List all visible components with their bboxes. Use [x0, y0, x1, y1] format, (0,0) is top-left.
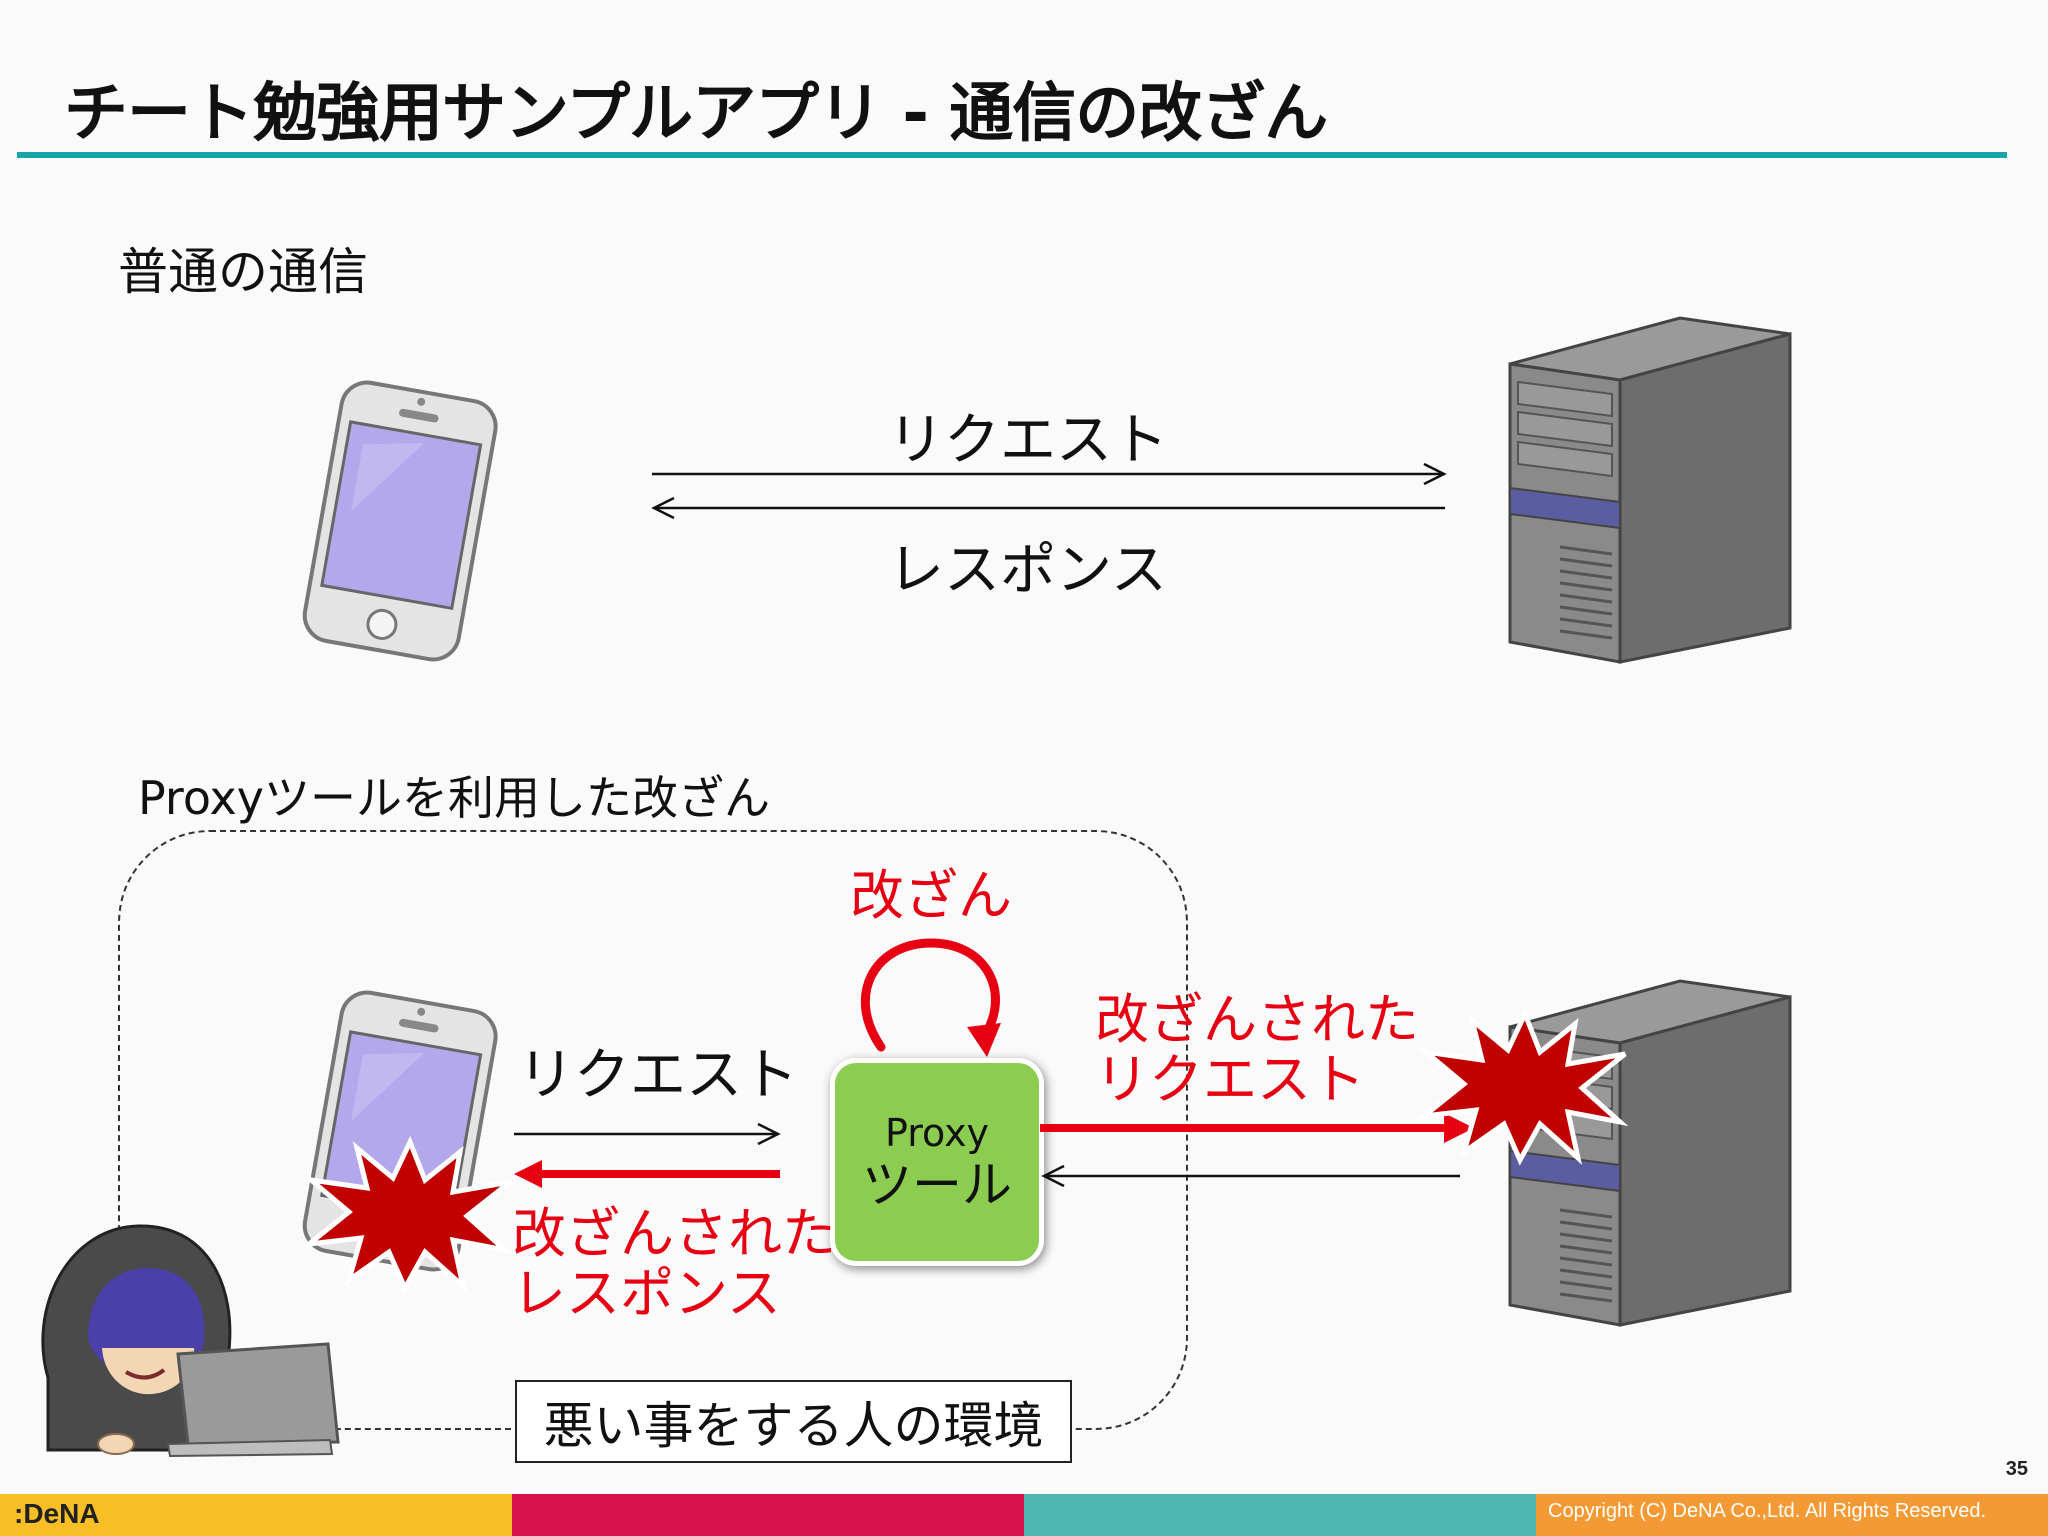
footer-segment-yellow — [0, 1494, 512, 1536]
normal-request-label: リクエスト — [888, 408, 1168, 473]
smartphone-icon — [302, 380, 498, 662]
copyright-text: Copyright (C) DeNA Co.,Ltd. All Rights R… — [1548, 1500, 1986, 1522]
server-icon — [1508, 316, 1792, 664]
title-underline — [17, 152, 2007, 158]
tamper-label: 改ざん — [850, 864, 1012, 927]
proxy-arrows-right — [1040, 1113, 1474, 1188]
tampered-response-line1: 改ざんされた — [512, 1202, 836, 1265]
environment-caption: 悪い事をする人の環境 — [515, 1380, 1072, 1463]
hacker-illustration — [41, 1224, 340, 1458]
proxy-heading: Proxyツールを利用した改ざん — [138, 771, 771, 825]
tampered-request-line1: 改ざんされた — [1095, 988, 1419, 1051]
footer-segment-orange — [1536, 1494, 2048, 1536]
normal-arrows — [651, 462, 1447, 520]
page-number: 35 — [2005, 1458, 2028, 1480]
proxy-tool-box: Proxy ツール — [830, 1058, 1044, 1266]
explosion-burst-icon — [1415, 1007, 1629, 1166]
proxy-request-label: リクエスト — [518, 1043, 798, 1108]
normal-heading: 普通の通信 — [118, 243, 368, 301]
tampered-request-line2: リクエスト — [1095, 1048, 1365, 1111]
tamper-loop-arrow — [860, 938, 1001, 1057]
footer-segment-teal — [1024, 1494, 1536, 1536]
normal-response-label: レスポンス — [888, 538, 1167, 603]
tampered-response-line2: レスポンス — [512, 1262, 781, 1325]
proxy-box-line2: ツール — [862, 1156, 1012, 1214]
footer-segment-magenta — [512, 1494, 1024, 1536]
proxy-arrows-left — [514, 1122, 781, 1188]
explosion-burst-icon — [300, 1135, 514, 1294]
proxy-box-line1: Proxy — [884, 1111, 990, 1155]
slide-title: チート勉強用サンプルアプリ - 通信の改ざん — [64, 77, 1328, 151]
dena-logo: :DeNA — [14, 1498, 100, 1529]
